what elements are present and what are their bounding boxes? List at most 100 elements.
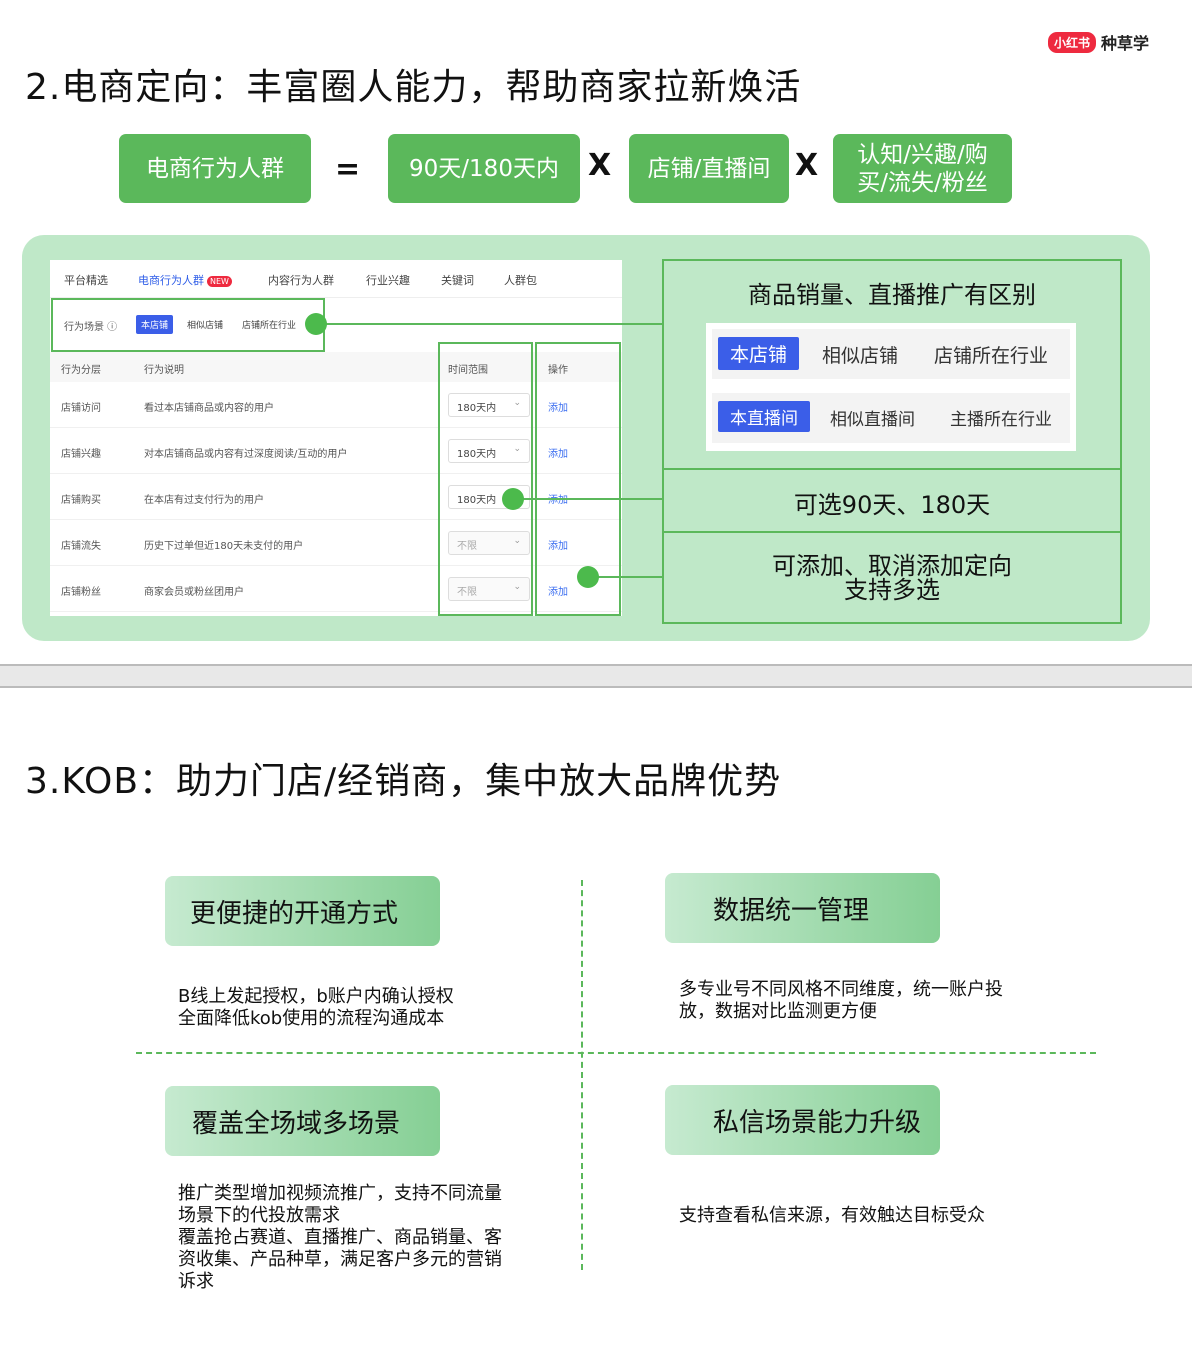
desc-line: B线上发起授权，b账户内确认授权 (178, 986, 454, 1007)
formula-times-1: X (588, 148, 612, 183)
add-link[interactable]: 添加 (548, 587, 568, 598)
range-select[interactable]: 180天内 ⌄ (448, 439, 530, 463)
formula-times-2: X (795, 148, 819, 183)
row-layer: 店铺访问 (61, 403, 101, 414)
desc-line: 诉求 (178, 1271, 214, 1292)
kob-item-title-2: 数据统一管理 (665, 873, 940, 943)
header-desc: 行为说明 (144, 365, 184, 376)
row-layer: 店铺购买 (61, 495, 101, 506)
header-range: 时间范围 (448, 365, 488, 376)
brand-logo: 小红书 种草学 (1048, 30, 1149, 54)
option-similar-store[interactable]: 相似店铺 (822, 345, 899, 367)
option-host-industry[interactable]: 主播所在行业 (950, 410, 1052, 430)
formula-term-stage: 认知/兴趣/购买/流失/粉丝 (833, 134, 1012, 203)
kob-item-desc-1: B线上发起授权，b账户内确认授权 全面降低kob使用的流程沟通成本 (178, 986, 454, 1030)
callout-divider-2 (664, 531, 1120, 533)
formula-equals: = (335, 152, 361, 187)
callout-scene-note: 商品销量、直播推广有区别 (748, 281, 1036, 309)
new-badge: NEW (207, 276, 232, 287)
add-link[interactable]: 添加 (548, 541, 568, 552)
live-option-row: 本直播间 相似直播间 主播所在行业 (712, 393, 1070, 443)
kob-item-title-4: 私信场景能力升级 (665, 1085, 940, 1155)
add-link[interactable]: 添加 (548, 495, 568, 506)
kob-item-desc-4: 支持查看私信来源，有效触达目标受众 (679, 1205, 985, 1227)
tab-keywords[interactable]: 关键词 (441, 274, 474, 287)
tab-ecommerce-label: 电商行为人群 (138, 274, 204, 287)
add-link[interactable]: 添加 (548, 403, 568, 414)
desc-line: 覆盖抢占赛道、直播推广、商品销量、客 (178, 1227, 502, 1248)
range-value: 不限 (457, 587, 477, 598)
kob-item-title-1: 更便捷的开通方式 (165, 876, 440, 946)
chevron-down-icon: ⌄ (513, 444, 521, 454)
range-select[interactable]: 不限 ⌄ (448, 531, 530, 555)
table-row: 店铺粉丝 商家会员或粉丝团用户 不限 ⌄ 添加 (50, 566, 622, 612)
callout-add-note: 可添加、取消添加定向 (772, 552, 1012, 580)
row-layer: 店铺粉丝 (61, 587, 101, 598)
tab-audience-pack[interactable]: 人群包 (504, 274, 537, 287)
desc-line: 多专业号不同风格不同维度，统一账户投 (679, 979, 1003, 1000)
logo-badge: 小红书 (1048, 31, 1097, 53)
section3-title: 3.KOB：助力门店/经销商，集中放大品牌优势 (25, 761, 782, 802)
callout-multi-note: 支持多选 (844, 576, 940, 604)
option-similar-live[interactable]: 相似直播间 (830, 410, 915, 430)
desc-line: 全面降低kob使用的流程沟通成本 (178, 1008, 445, 1029)
chip-similar-store[interactable]: 相似店铺 (187, 321, 224, 331)
header-action: 操作 (548, 365, 568, 376)
table-header: 行为分层 行为说明 时间范围 操作 (50, 352, 622, 382)
table-row: 店铺兴趣 对本店铺商品或内容有过深度阅读/互动的用户 180天内 ⌄ 添加 (50, 428, 622, 474)
callout-box: 商品销量、直播推广有区别 本店铺 相似店铺 店铺所在行业 本直播间 相似直播间 … (662, 259, 1122, 624)
store-option-row: 本店铺 相似店铺 店铺所在行业 (712, 329, 1070, 379)
option-own-store[interactable]: 本店铺 (718, 337, 800, 370)
connector-dot-1 (305, 313, 327, 335)
table-row: 店铺访问 看过本店铺商品或内容的用户 180天内 ⌄ 添加 (50, 382, 622, 428)
row-desc: 对本店铺商品或内容有过深度阅读/互动的用户 (144, 449, 348, 460)
connector-line-3 (588, 576, 663, 578)
highlight-action-column (535, 342, 621, 616)
row-desc: 商家会员或粉丝团用户 (144, 587, 244, 598)
range-select[interactable]: 180天内 ⌄ (448, 393, 530, 417)
row-layer: 店铺兴趣 (61, 449, 101, 460)
kob-item-desc-3: 推广类型增加视频流推广，支持不同流量 场景下的代投放需求 覆盖抢占赛道、直播推广… (178, 1183, 502, 1293)
add-link[interactable]: 添加 (548, 449, 568, 460)
range-value: 不限 (457, 541, 477, 552)
highlight-filter (51, 298, 325, 352)
connector-line-1 (316, 323, 668, 325)
chevron-down-icon: ⌄ (513, 398, 521, 408)
vertical-dashed-divider (581, 880, 583, 1270)
kob-item-title-3: 覆盖全场域多场景 (165, 1086, 440, 1156)
section2-title: 2.电商定向：丰富圈人能力，帮助商家拉新焕活 (25, 67, 802, 108)
formula-term-store: 店铺/直播间 (629, 134, 789, 203)
formula-term-audience: 电商行为人群 (119, 134, 311, 203)
range-value: 180天内 (457, 495, 497, 506)
row-desc: 看过本店铺商品或内容的用户 (144, 403, 274, 414)
section-divider (0, 664, 1192, 688)
option-store-industry[interactable]: 店铺所在行业 (934, 345, 1049, 367)
option-own-live[interactable]: 本直播间 (718, 401, 810, 432)
chip-own-store[interactable]: 本店铺 (136, 315, 174, 334)
tab-content-audience[interactable]: 内容行为人群 (268, 274, 334, 287)
header-layer: 行为分层 (61, 365, 101, 376)
callout-divider-1 (664, 468, 1120, 470)
chip-store-industry[interactable]: 店铺所在行业 (242, 321, 297, 331)
chevron-down-icon: ⌄ (513, 582, 521, 592)
row-desc: 在本店有过支付行为的用户 (144, 495, 264, 506)
desc-line: 放，数据对比监测更方便 (679, 1001, 877, 1022)
tab-platform-picks[interactable]: 平台精选 (64, 274, 108, 287)
row-desc: 历史下过单但近180天未支付的用户 (144, 541, 304, 552)
range-value: 180天内 (457, 449, 497, 460)
formula-term-days: 90天/180天内 (388, 134, 580, 203)
scene-options: 本店铺 相似店铺 店铺所在行业 本直播间 相似直播间 主播所在行业 (706, 323, 1076, 451)
behavior-scene-label: 行为场景 ⓘ (64, 322, 118, 333)
tab-industry-interest[interactable]: 行业兴趣 (366, 274, 410, 287)
desc-line: 支持查看私信来源，有效触达目标受众 (679, 1205, 985, 1226)
logo-text: 种草学 (1101, 34, 1150, 53)
connector-dot-3 (577, 566, 599, 588)
range-select[interactable]: 不限 ⌄ (448, 577, 530, 601)
chevron-down-icon: ⌄ (513, 536, 521, 546)
table-row: 店铺流失 历史下过单但近180天未支付的用户 不限⌄ 添加 (50, 520, 622, 566)
range-value: 180天内 (457, 403, 497, 414)
connector-dot-2 (502, 488, 524, 510)
